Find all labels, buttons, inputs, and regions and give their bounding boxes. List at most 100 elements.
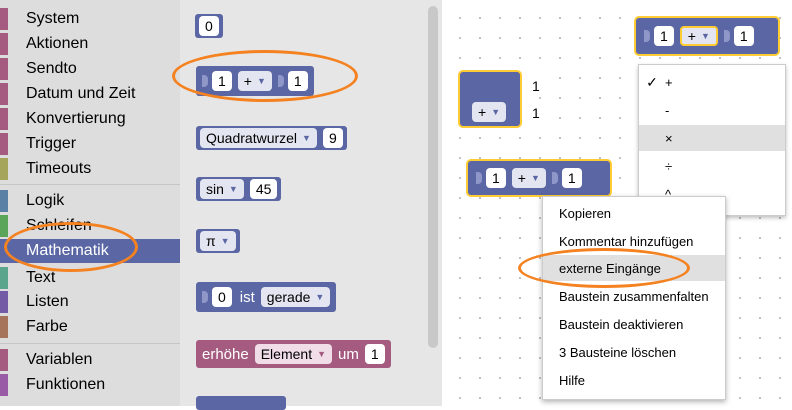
- category-label: Sendto: [26, 60, 77, 77]
- operand-a[interactable]: 1: [654, 26, 674, 46]
- category-variablen[interactable]: Variablen: [0, 348, 180, 372]
- category-mathematik[interactable]: Mathematik: [0, 239, 180, 263]
- menu-item-kopieren[interactable]: Kopieren: [559, 205, 612, 221]
- operator-dropdown[interactable]: +▼: [679, 26, 718, 46]
- category-trigger[interactable]: Trigger: [0, 132, 180, 156]
- chevron-down-icon: ▼: [315, 292, 325, 302]
- external-operand-b[interactable]: 1: [526, 103, 546, 123]
- flyout-scrollbar[interactable]: [428, 6, 438, 348]
- category-label: Listen: [26, 293, 69, 310]
- category-aktionen[interactable]: Aktionen: [0, 32, 180, 56]
- operand-b[interactable]: 1: [287, 71, 308, 91]
- chevron-down-icon: ▼: [228, 184, 238, 194]
- number-block[interactable]: 0: [195, 14, 223, 38]
- operand-a[interactable]: 1: [212, 71, 232, 91]
- category-color-swatch: [0, 349, 8, 371]
- block-context-menu: Kopieren Kommentar hinzufügen externe Ei…: [542, 196, 726, 400]
- option-label: +: [665, 74, 673, 90]
- input-connector: [644, 30, 650, 42]
- workspace-arithmetic-block-mid[interactable]: 1 +▼ 1: [468, 161, 610, 195]
- number-value[interactable]: 0: [199, 16, 219, 36]
- operand-b[interactable]: 1: [733, 26, 754, 46]
- arithmetic-block[interactable]: 1 +▼ 1: [196, 66, 314, 96]
- option-label: ×: [665, 130, 673, 146]
- category-label: Aktionen: [26, 35, 89, 52]
- category-logik[interactable]: Logik: [0, 189, 180, 213]
- category-funktionen[interactable]: Funktionen: [0, 373, 180, 397]
- category-color-swatch: [0, 374, 8, 396]
- block-label: erhöhe: [202, 345, 249, 363]
- option-label: ^: [665, 186, 672, 202]
- menu-item-kommentar-hinzufuegen[interactable]: Kommentar hinzufügen: [559, 233, 694, 249]
- operator-option-multiply[interactable]: ×: [639, 125, 785, 151]
- sqrt-value[interactable]: 9: [322, 128, 343, 148]
- option-label: -: [665, 102, 670, 118]
- menu-item-baustein-deaktivieren[interactable]: Baustein deaktivieren: [559, 316, 684, 332]
- chevron-down-icon: ▼: [491, 107, 501, 117]
- block-label: ist: [239, 288, 255, 306]
- category-label: Farbe: [26, 318, 68, 335]
- change-variable-block[interactable]: erhöhe Element▼ um 1: [196, 340, 391, 368]
- operator-option-minus[interactable]: -: [639, 97, 785, 123]
- change-value[interactable]: 1: [364, 344, 385, 364]
- category-color-swatch: [0, 8, 8, 30]
- category-farbe[interactable]: Farbe: [0, 315, 180, 339]
- operator-dropdown[interactable]: +▼: [511, 168, 546, 188]
- category-konvertierung[interactable]: Konvertierung: [0, 107, 180, 131]
- constant-block[interactable]: π▼: [196, 229, 240, 253]
- input-connector: [476, 172, 482, 184]
- category-label: Timeouts: [26, 160, 92, 177]
- operator-dropdown[interactable]: +▼: [472, 102, 507, 122]
- category-color-swatch: [0, 291, 8, 313]
- sqrt-block[interactable]: Quadratwurzel▼ 9: [196, 126, 347, 150]
- menu-item-externe-eingaenge[interactable]: externe Eingänge: [543, 255, 725, 281]
- category-color-swatch: [0, 133, 8, 155]
- menu-item-baustein-zusammenfalten[interactable]: Baustein zusammenfalten: [559, 288, 709, 304]
- category-text[interactable]: Text: [0, 266, 180, 290]
- constant-dropdown[interactable]: π▼: [200, 231, 236, 251]
- category-color-swatch: [0, 316, 8, 338]
- operator-dropdown[interactable]: +▼: [237, 71, 272, 91]
- category-label: Schleifen: [26, 217, 92, 234]
- operator-option-plus[interactable]: ✓+: [639, 69, 785, 95]
- operand-b[interactable]: 1: [561, 168, 582, 188]
- external-operand-a[interactable]: 1: [526, 76, 546, 96]
- operator-option-power[interactable]: ^: [639, 181, 785, 207]
- category-schleifen[interactable]: Schleifen: [0, 214, 180, 238]
- category-sendto[interactable]: Sendto: [0, 57, 180, 81]
- menu-item-hilfe[interactable]: Hilfe: [559, 372, 586, 388]
- workspace-arithmetic-block-external[interactable]: +▼: [460, 72, 520, 126]
- category-label: Logik: [26, 192, 65, 209]
- toolbox: System Aktionen Sendto Datum und Zeit Ko…: [0, 0, 180, 406]
- input-connector: [202, 75, 208, 87]
- function-dropdown[interactable]: sin▼: [200, 179, 244, 199]
- checkmark-icon: ✓: [646, 73, 658, 90]
- variable-dropdown[interactable]: Element▼: [254, 344, 332, 364]
- category-listen[interactable]: Listen: [0, 290, 180, 314]
- category-timeouts[interactable]: Timeouts: [0, 157, 180, 181]
- category-label: Datum und Zeit: [26, 85, 136, 102]
- function-dropdown[interactable]: Quadratwurzel▼: [200, 128, 317, 148]
- trig-block[interactable]: sin▼ 45: [196, 177, 282, 201]
- property-value[interactable]: 0: [212, 287, 232, 307]
- chevron-down-icon: ▼: [530, 173, 540, 183]
- category-label: Trigger: [26, 135, 77, 152]
- category-color-swatch: [0, 190, 8, 212]
- operator-menu: ✓+ - × ÷ ^: [638, 64, 786, 216]
- category-system[interactable]: System: [0, 7, 180, 31]
- block-label: um: [338, 345, 359, 363]
- category-datum-und-zeit[interactable]: Datum und Zeit: [0, 82, 180, 106]
- number-property-block[interactable]: 0 ist gerade▼: [196, 282, 337, 312]
- menu-item-bausteine-loeschen[interactable]: 3 Bausteine löschen: [559, 344, 677, 360]
- chevron-down-icon: ▼: [700, 31, 710, 41]
- property-dropdown[interactable]: gerade▼: [260, 287, 331, 307]
- operator-option-divide[interactable]: ÷: [639, 153, 785, 179]
- partial-block[interactable]: [196, 396, 286, 410]
- category-label: Konvertierung: [26, 110, 126, 127]
- category-color-swatch: [0, 240, 8, 262]
- category-color-swatch: [0, 158, 8, 180]
- chevron-down-icon: ▼: [220, 236, 230, 246]
- workspace-arithmetic-block-top[interactable]: 1 +▼ 1: [636, 18, 778, 54]
- operand-a[interactable]: 1: [486, 168, 506, 188]
- trig-value[interactable]: 45: [249, 179, 278, 199]
